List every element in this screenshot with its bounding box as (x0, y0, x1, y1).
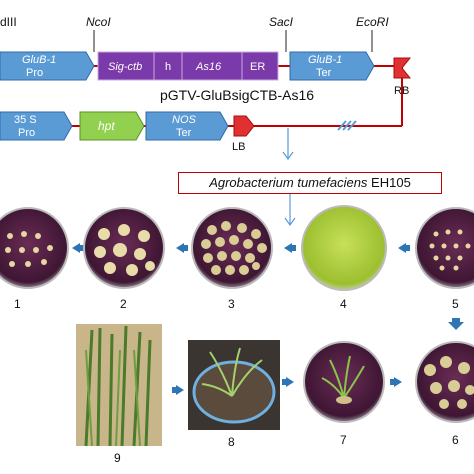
plate-6 (415, 341, 474, 423)
arrow-2-3 (176, 243, 188, 253)
nos-box (145, 111, 229, 141)
rb-label: RB (394, 85, 409, 97)
arrow-4-5 (398, 243, 410, 253)
site-label-ecori: EcoRI (356, 15, 389, 29)
arrow-3-4 (284, 243, 296, 253)
glub1-pro-box (0, 51, 95, 81)
p35s-label-2: Pro (18, 127, 35, 139)
glub1-pro-label-2: Pro (26, 67, 43, 79)
plasmid-name: pGTV-GluBsigCTB-As16 (160, 87, 314, 103)
rb-marker (393, 57, 412, 79)
step-2-label: 2 (120, 297, 127, 311)
p35s-label-1: 35 S (14, 114, 37, 126)
er-segment (241, 51, 279, 81)
step-6-label: 6 (452, 433, 459, 447)
step-3-label: 3 (228, 297, 235, 311)
plate-5 (415, 207, 474, 289)
agrobacterium-box: Agrobacterium tumefaciens EH105 (178, 172, 442, 194)
arrow-5-6 (448, 318, 464, 330)
plate-1 (0, 207, 69, 289)
glub1-pro-label-1: GluB-1 (22, 54, 56, 66)
plate-4 (301, 205, 387, 291)
sig-ctb-segment (97, 51, 155, 81)
h-label: h (165, 61, 171, 73)
arrow-1-2 (72, 243, 84, 253)
h-segment (153, 51, 183, 81)
plate-3 (191, 207, 273, 289)
sig-ctb-label: Sig-ctb (108, 61, 142, 73)
arrow-8-9 (172, 385, 184, 395)
photo-9 (76, 324, 162, 447)
er-label: ER (250, 61, 265, 73)
site-label-hindiii: dIII (0, 15, 17, 29)
nos-label-1: NOS (172, 114, 197, 126)
site-label-saci: SacI (269, 15, 294, 29)
break-marks (337, 120, 357, 131)
agrobacterium-species: Agrobacterium tumefaciens (209, 175, 368, 190)
arrow-7-8 (282, 377, 294, 387)
site-label-ncoi: NcoI (86, 15, 111, 29)
step-4-label: 4 (340, 297, 347, 311)
hpt-box (79, 111, 145, 141)
glub1-ter-label-1: GluB-1 (308, 54, 342, 66)
construct-diagram: dIII NcoI SacI EcoRI GluB-1 Pro Sig-ctb … (0, 15, 412, 160)
hpt-label: hpt (98, 119, 115, 133)
plate-7 (303, 341, 385, 423)
agro-to-plate4-arrow (284, 194, 296, 227)
transfer-arrow-head (282, 151, 294, 160)
step-5-label: 5 (452, 297, 459, 311)
nos-label-2: Ter (176, 127, 192, 139)
arrow-6-7 (390, 377, 402, 387)
glub1-ter-box (289, 51, 375, 81)
as16-label: As16 (195, 61, 222, 73)
step-9-label: 9 (114, 451, 121, 465)
photo-8 (188, 340, 280, 430)
glub1-ter-label-2: Ter (316, 67, 332, 79)
lb-marker (233, 115, 255, 137)
step-7-label: 7 (340, 433, 347, 447)
p35s-box (0, 111, 73, 141)
process-figure: 1 2 3 4 (0, 205, 474, 465)
plate-2 (83, 207, 165, 289)
agrobacterium-strain: EH105 (367, 175, 411, 190)
step-1-label: 1 (14, 297, 21, 311)
lb-label: LB (232, 141, 245, 153)
step-8-label: 8 (228, 435, 235, 449)
